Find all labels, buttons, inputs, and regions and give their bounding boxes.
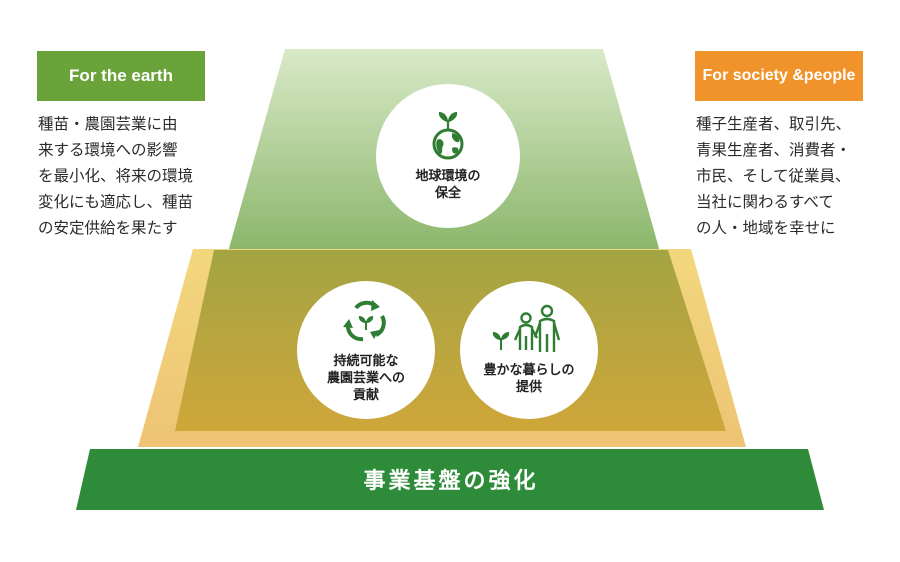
society-description: 種子生産者、取引先、 青果生産者、消費者・ 市民、そして従業員、 当社に関わるす… (696, 111, 851, 241)
sustainable-agriculture-circle: 持続可能な 農園芸業への 貢献 (297, 281, 435, 419)
earth-description-line: 種苗・農園芸業に由 (38, 115, 178, 133)
society-header-line: For society & (702, 67, 804, 85)
circle-label-line: 保全 (434, 186, 461, 201)
earth-description-line: 変化にも適応し、種苗 (38, 193, 194, 211)
society-header-line: people (803, 67, 856, 85)
circle-label-line: 農園芸業への (326, 370, 405, 386)
society-description-line: 青果生産者、消費者・ (696, 141, 852, 159)
sustainable-agriculture-label: 持続可能な 農園芸業への 貢献 (327, 353, 405, 404)
prosperous-living-circle: 豊かな暮らしの 提供 (460, 281, 598, 419)
overlap-trapezoid (175, 250, 726, 431)
earth-description-line: の安定供給を果たす (38, 219, 178, 237)
circle-label-line: 提供 (515, 380, 542, 395)
earth-conservation-circle: 地球環境の 保全 (376, 84, 520, 228)
circle-label-line: 地球環境の (415, 169, 481, 184)
for-the-earth-header: For the earth (37, 51, 205, 101)
earth-description: 種苗・農園芸業に由 来する環境への影響 を最小化、将来の環境 変化にも適応し、種… (38, 111, 193, 241)
earth-conservation-label: 地球環境の 保全 (415, 168, 480, 202)
family-sprout-icon (492, 304, 561, 352)
society-description-line: 当社に関わるすべて (696, 193, 834, 211)
foundation-label: 事業基盤の強化 (363, 469, 539, 494)
foundation-trapezoid (76, 449, 824, 510)
circle-label-line: 貢献 (352, 387, 379, 403)
society-description-line: 市民、そして従業員、 (696, 167, 851, 185)
earth-description-line: 来する環境への影響 (38, 141, 178, 159)
globe-sprout-icon (432, 112, 464, 160)
prosperous-living-label: 豊かな暮らしの 提供 (483, 362, 574, 396)
for-society-header: For society & people (695, 51, 863, 101)
circle-label-line: 豊かな暮らしの (483, 363, 575, 378)
recycle-sprout-icon (343, 299, 386, 341)
earth-description-line: を最小化、将来の環境 (38, 167, 194, 185)
circle-label-line: 持続可能な (333, 353, 399, 369)
society-description-line: の人・地域を幸せに (696, 219, 836, 237)
society-description-line: 種子生産者、取引先、 (696, 115, 852, 133)
